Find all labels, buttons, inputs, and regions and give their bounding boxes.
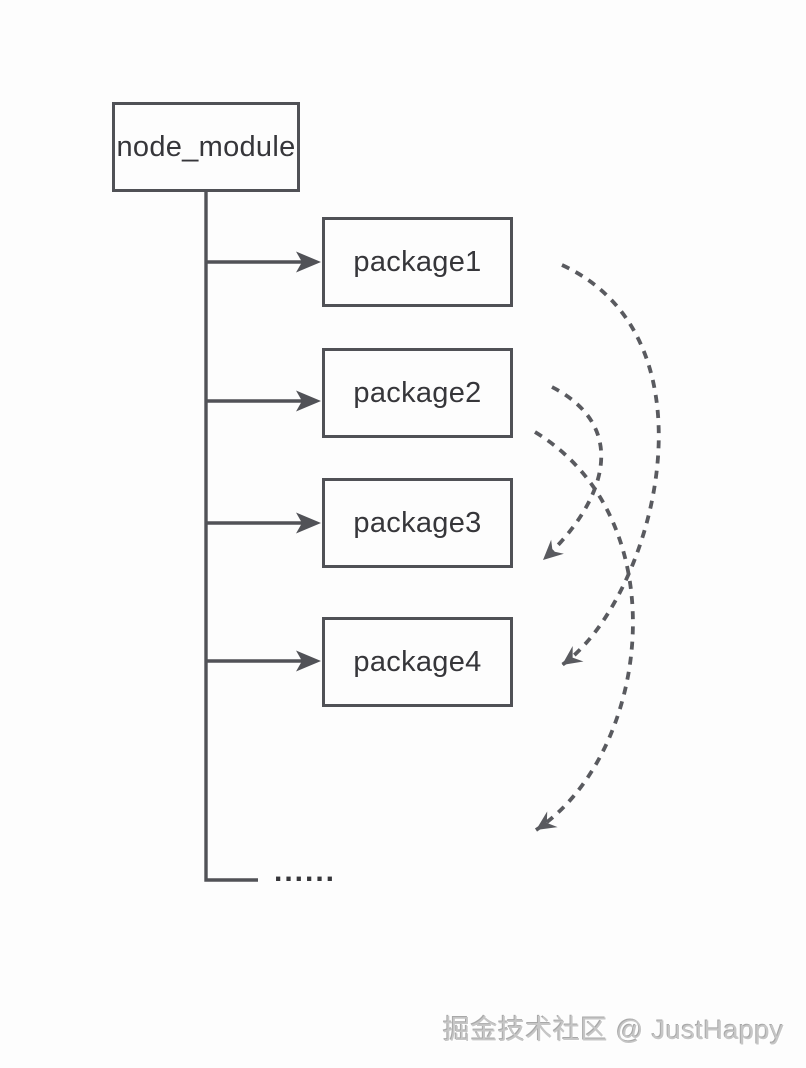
dependency-curve-package2-to-package3 [541,385,604,562]
branch-arrowhead-package2-icon [296,390,321,412]
tree-trunk-line [204,192,258,882]
package3-box: package3 [322,478,513,568]
dependency-curve-package1-to-package4 [560,263,661,667]
package3-label: package3 [353,506,482,539]
package1-label: package1 [353,245,482,278]
dependency-curve-package2-to-ellipsis [534,430,635,832]
node-module-label: node_module [116,130,296,163]
watermark-text: 掘金技术社区 @ JustHappy [443,1015,784,1045]
package2-box: package2 [322,348,513,438]
package1-box: package1 [322,217,513,307]
package4-box: package4 [322,617,513,707]
package2-label: package2 [353,376,482,409]
ellipsis-text: ...... [274,855,337,888]
branch-arrowhead-package1-icon [296,251,321,273]
branch-arrowhead-package4-icon [296,650,321,672]
node-module-box: node_module [112,102,300,192]
branch-arrowhead-package3-icon [296,512,321,534]
package4-label: package4 [353,645,482,678]
